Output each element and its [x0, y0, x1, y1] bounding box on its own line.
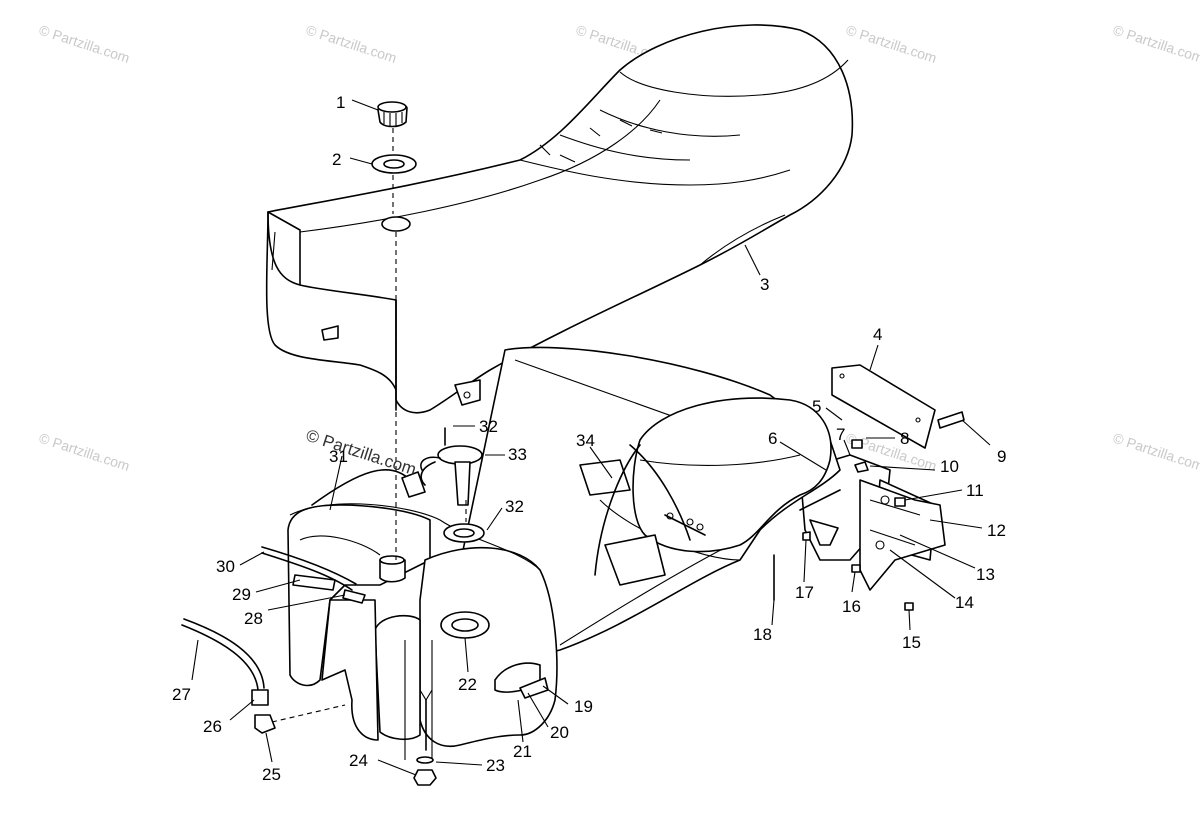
watermark: © Partzilla.com [1111, 22, 1200, 66]
callout-13: 13 [976, 565, 995, 584]
seat-assembly [265, 24, 854, 414]
license-plate-bracket [799, 364, 965, 611]
callout-28: 28 [244, 609, 263, 628]
callout-3: 3 [760, 275, 769, 294]
callout-27: 27 [172, 685, 191, 704]
callout-25: 25 [262, 765, 281, 784]
callout-12: 12 [987, 521, 1006, 540]
fuel-tank [181, 469, 558, 786]
callout-9: 9 [997, 447, 1006, 466]
callout-14: 14 [955, 593, 974, 612]
cap-gasket [371, 154, 417, 174]
watermark: © Partzilla.com [304, 22, 399, 66]
callout-10: 10 [940, 457, 959, 476]
callout-24: 24 [349, 751, 368, 770]
callout-11: 11 [966, 481, 984, 500]
watermark: © Partzilla.com [37, 22, 132, 66]
callout-33: 33 [508, 445, 527, 464]
fuel-sender [420, 427, 485, 543]
callout-5: 5 [812, 397, 821, 416]
callout-21: 21 [513, 742, 532, 761]
callout-32-top: 32 [479, 417, 498, 436]
callout-8: 8 [900, 429, 909, 448]
watermark: © Partzilla.com [844, 22, 939, 66]
callout-1: 1 [336, 93, 345, 112]
callout-30: 30 [216, 557, 235, 576]
callout-labels: 1 2 3 4 5 6 7 8 9 10 11 12 13 14 15 16 1… [172, 93, 1006, 784]
callout-6: 6 [768, 429, 777, 448]
callout-20: 20 [550, 723, 569, 742]
callout-22: 22 [458, 675, 477, 694]
callout-18: 18 [753, 625, 772, 644]
callout-23: 23 [486, 756, 505, 775]
fuel-cap [377, 101, 408, 128]
leader-lines [191, 99, 991, 776]
callout-29: 29 [232, 585, 251, 604]
callout-26: 26 [203, 717, 222, 736]
callout-19: 19 [574, 697, 593, 716]
callout-34: 34 [576, 431, 595, 450]
callout-2: 2 [332, 150, 341, 169]
callout-7: 7 [836, 425, 845, 444]
callout-15: 15 [902, 633, 921, 652]
callout-31: 31 [329, 447, 348, 466]
callout-16: 16 [842, 597, 861, 616]
callout-17: 17 [795, 583, 814, 602]
watermark: © Partzilla.com [1111, 430, 1200, 474]
inline-watermark: © Partzilla.com [304, 426, 419, 479]
callout-4: 4 [873, 325, 882, 344]
callout-32-bottom: 32 [505, 497, 524, 516]
watermark: © Partzilla.com [37, 430, 132, 474]
